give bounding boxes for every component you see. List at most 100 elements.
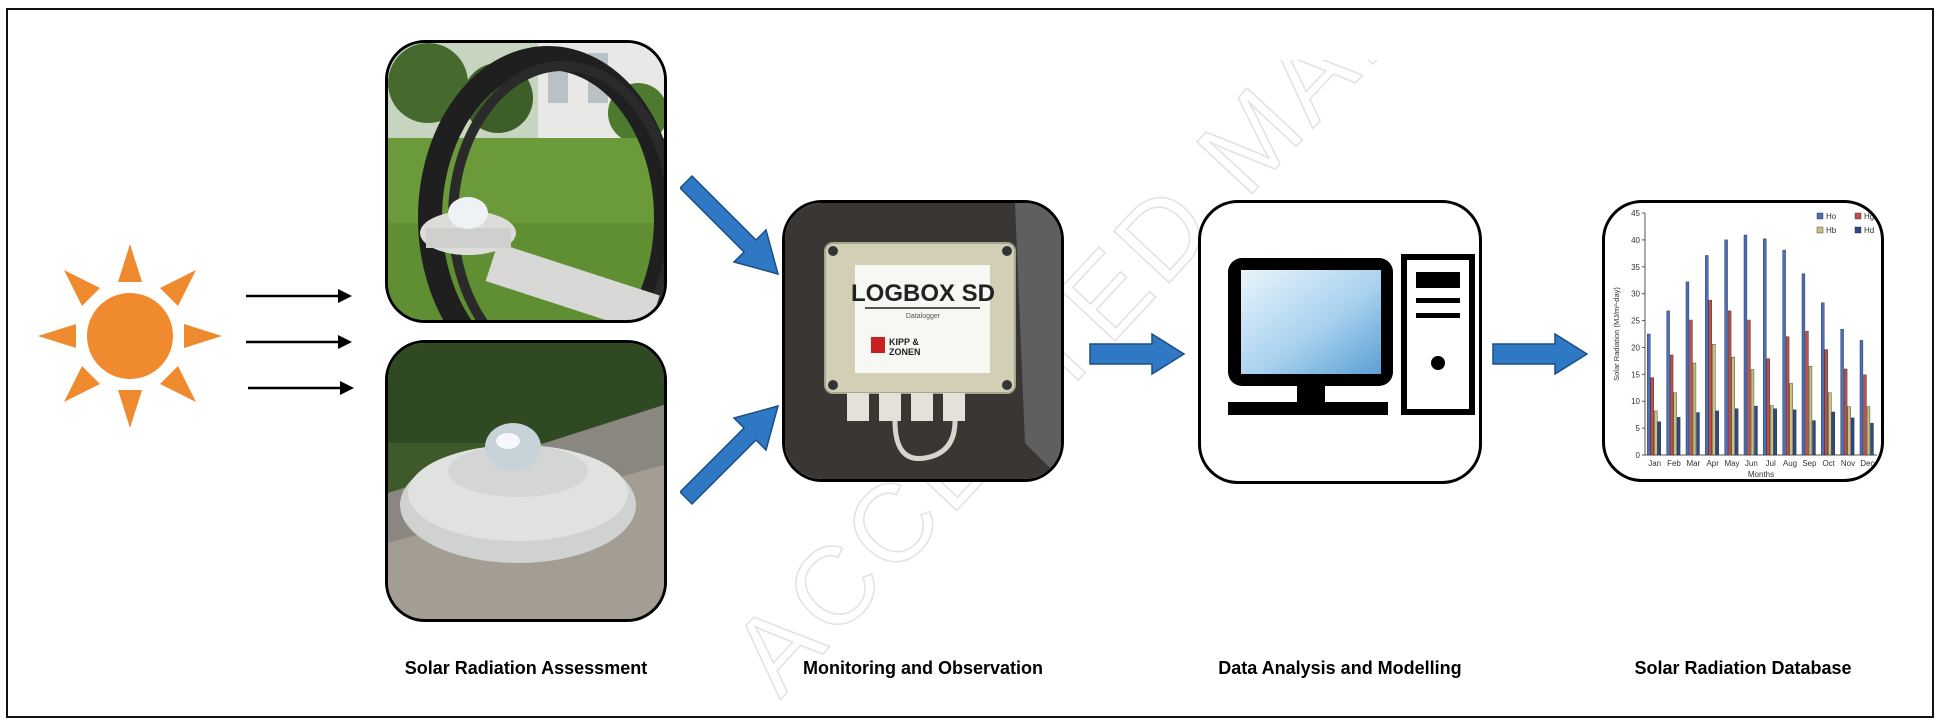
datalogger-photo: LOGBOX SD Datalogger KIPP & ZONEN [782,200,1064,482]
figure-frame [6,8,1934,718]
bar-hg [1727,310,1732,456]
bar-ho [1763,238,1767,456]
bar-hb [1828,392,1832,456]
legend-label-hd: Hd [1864,226,1874,235]
y-tick-label: 30 [1631,290,1640,299]
bar-hd [1734,408,1739,456]
y-tick-label: 25 [1631,317,1640,326]
bar-ho [1821,302,1825,456]
bar-hd [1754,405,1758,456]
bar-ho [1685,281,1690,456]
y-tick-label: 0 [1636,451,1641,460]
x-tick-label: Jun [1745,459,1758,468]
y-tick-label: 35 [1631,263,1640,272]
x-tick-label: Aug [1783,459,1797,468]
y-tick-label: 5 [1636,424,1641,433]
bar-ho [1724,239,1728,456]
pyranometer-photo [385,340,667,622]
x-tick-label: Dec [1860,459,1874,468]
radiation-arrows [246,289,354,395]
bar-ho [1743,234,1748,456]
bar-hb [1808,366,1813,456]
bar-ho [1859,340,1864,456]
legend-swatch-hb [1816,226,1824,234]
x-tick-label: Feb [1667,459,1681,468]
logger-brand: LOGBOX SD [851,280,995,307]
bar-hg [1785,336,1790,456]
bar-hd [1696,412,1700,456]
shadow-ring-pyranometer-photo [385,40,667,323]
x-tick-label: Sep [1802,459,1817,468]
bar-ho [1647,333,1651,456]
caption-assessment: Solar Radiation Assessment [404,658,648,678]
bar-hd [1657,421,1661,456]
bar-ho [1666,310,1670,456]
bar-hd [1850,417,1855,456]
bar-hg [1747,319,1751,456]
x-tick-label: Mar [1686,459,1700,468]
bar-ho [1840,328,1844,456]
legend-swatch-hg [1854,212,1862,220]
x-tick-label: Apr [1706,459,1719,468]
legend-swatch-ho [1816,212,1824,220]
y-tick-label: 45 [1631,209,1640,218]
x-axis-label: Months [1748,470,1774,479]
bar-ho [1705,255,1709,456]
y-tick-label: 40 [1631,236,1640,245]
bar-hd [1773,408,1777,456]
bar-hb [1692,362,1697,456]
legend-swatch-hd [1854,226,1862,234]
bar-hd [1870,423,1874,456]
x-tick-label: May [1724,459,1739,468]
bar-hg [1689,319,1693,456]
bar-hd [1676,417,1681,456]
bar-hg [1669,354,1674,456]
arrows-to-logger [680,174,780,506]
bar-hg [1805,331,1809,456]
bar-hd [1812,420,1816,456]
x-tick-label: Nov [1841,459,1855,468]
y-tick-label: 10 [1631,397,1640,406]
bar-hb [1731,356,1735,456]
arrow-to-database [1492,332,1589,376]
x-tick-label: Jul [1766,459,1776,468]
y-tick-label: 20 [1631,343,1640,352]
legend-label-hg: Hg [1864,212,1874,221]
bar-hg [1863,374,1867,456]
bar-hg [1650,377,1654,456]
y-axis-label: Solar Radiation (MJ/m²-day) [1612,287,1621,381]
computer-icon [1228,254,1475,415]
sun-icon [38,244,222,428]
caption-database: Solar Radiation Database [1634,658,1852,678]
bar-hb [1866,406,1871,456]
x-tick-label: Jan [1648,459,1661,468]
bar-hd [1792,409,1797,456]
legend-label-hb: Hb [1826,226,1837,235]
bar-hb [1750,369,1755,456]
bar-hb [1712,344,1716,456]
bar-hb [1847,406,1851,456]
bar-hd [1831,411,1835,456]
caption-analysis: Data Analysis and Modelling [1218,658,1462,678]
bar-hg [1843,368,1848,456]
bar-hg [1766,358,1770,456]
bar-hb [1654,410,1658,456]
x-tick-label: Oct [1822,459,1835,468]
legend-label-ho: Ho [1826,212,1837,221]
y-tick-label: 15 [1631,370,1640,379]
logger-maker-2: ZONEN [889,347,921,357]
bar-ho [1801,273,1806,456]
caption-monitoring: Monitoring and Observation [802,658,1043,678]
arrow-to-computer [1089,332,1186,376]
computer-panel [1198,200,1482,484]
bar-hg [1824,349,1828,456]
bar-hg [1708,299,1712,456]
bar-hb [1673,392,1677,456]
bar-hd [1715,410,1719,456]
bar-hb [1789,383,1793,456]
bar-hb [1770,405,1774,456]
logger-maker-1: KIPP & [889,337,919,347]
logger-subtitle: Datalogger [906,313,941,320]
